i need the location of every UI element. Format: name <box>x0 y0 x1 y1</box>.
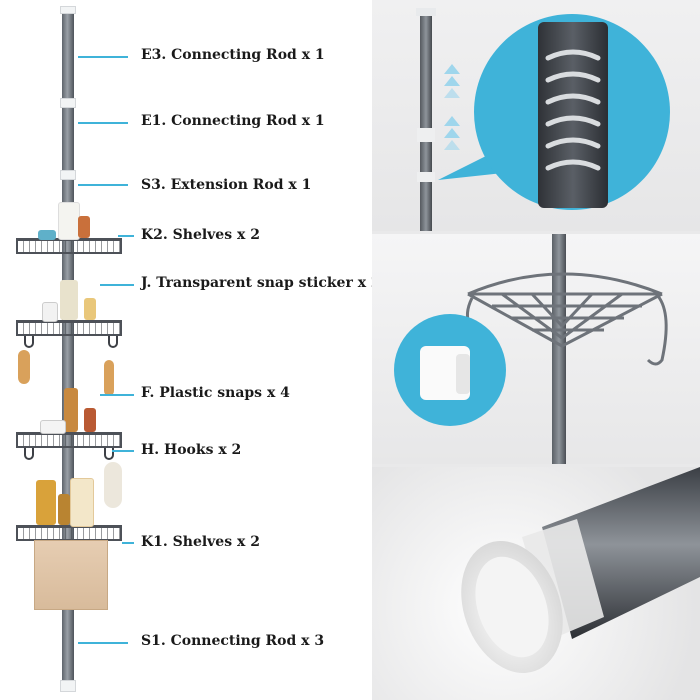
hook <box>104 448 114 460</box>
callout-k1: K1. Shelves x 2 <box>141 534 260 550</box>
soap-dish <box>40 420 66 434</box>
leader-line <box>100 394 134 396</box>
rod-collar <box>522 519 604 639</box>
shampoo-bottle <box>36 480 56 525</box>
end-cap-detail-panel <box>372 467 700 700</box>
shelf-bottom <box>16 525 122 541</box>
corner-shelf <box>465 272 668 366</box>
leader-line <box>78 184 128 186</box>
leader-line <box>118 235 134 237</box>
pole-top-cap <box>60 6 76 14</box>
spring-detail-panel <box>372 0 700 231</box>
rod <box>552 234 566 464</box>
rod-joint <box>417 128 435 142</box>
brush <box>104 360 114 396</box>
hook <box>24 336 34 348</box>
hook <box>108 336 118 348</box>
tube <box>84 298 96 320</box>
end-cap-illustration <box>461 467 700 673</box>
product-diagram: E3. Connecting Rod x 1 E1. Connecting Ro… <box>16 6 381 692</box>
up-arrow-icon <box>444 64 460 150</box>
bottle <box>42 302 58 322</box>
jar <box>38 230 56 240</box>
callout-j: J. Transparent snap sticker x 2 <box>141 275 381 291</box>
leader-line <box>122 542 134 544</box>
towel <box>34 540 108 610</box>
spring-detail-illustration <box>416 8 670 231</box>
pole-top-segment <box>62 12 74 102</box>
snap-detail-panel <box>372 234 700 464</box>
callout-k2: K2. Shelves x 2 <box>141 227 260 243</box>
brush <box>18 350 30 384</box>
shelf-top <box>16 238 122 254</box>
leader-line <box>78 56 128 58</box>
pump-bottle <box>60 280 78 320</box>
end-cap-inner <box>475 556 549 658</box>
bottle <box>84 408 96 432</box>
spring-icon <box>545 49 601 171</box>
rod-cap <box>416 8 436 16</box>
callout-e3: E3. Connecting Rod x 1 <box>141 47 325 63</box>
pole-bottom-cap <box>60 680 76 692</box>
bottle <box>58 494 70 525</box>
leader-line <box>100 284 134 286</box>
callout-f: F. Plastic snaps x 4 <box>141 385 290 401</box>
callout-s1: S1. Connecting Rod x 3 <box>141 633 325 649</box>
leader-line <box>112 450 134 452</box>
rod <box>420 10 432 231</box>
pole-joint <box>60 170 76 180</box>
rod-joint <box>417 172 435 182</box>
pole-segment <box>62 102 74 162</box>
snap-detail-illustration <box>394 234 668 464</box>
rod-cutaway <box>538 22 608 208</box>
bottle <box>78 216 90 238</box>
cup <box>58 202 80 240</box>
callout-s3: S3. Extension Rod x 1 <box>141 177 312 193</box>
callout-h: H. Hooks x 2 <box>141 442 242 458</box>
tube <box>70 478 94 527</box>
shelf-second <box>16 320 122 336</box>
pole-joint <box>60 98 76 108</box>
sponge <box>104 462 122 508</box>
hook <box>24 448 34 460</box>
bottle <box>64 388 78 432</box>
shelf-third <box>16 432 122 448</box>
callout-e1: E1. Connecting Rod x 1 <box>141 113 325 129</box>
plastic-snap-clip <box>456 354 470 394</box>
leader-line <box>78 122 128 124</box>
detail-panels <box>372 0 700 700</box>
leader-line <box>78 642 128 644</box>
